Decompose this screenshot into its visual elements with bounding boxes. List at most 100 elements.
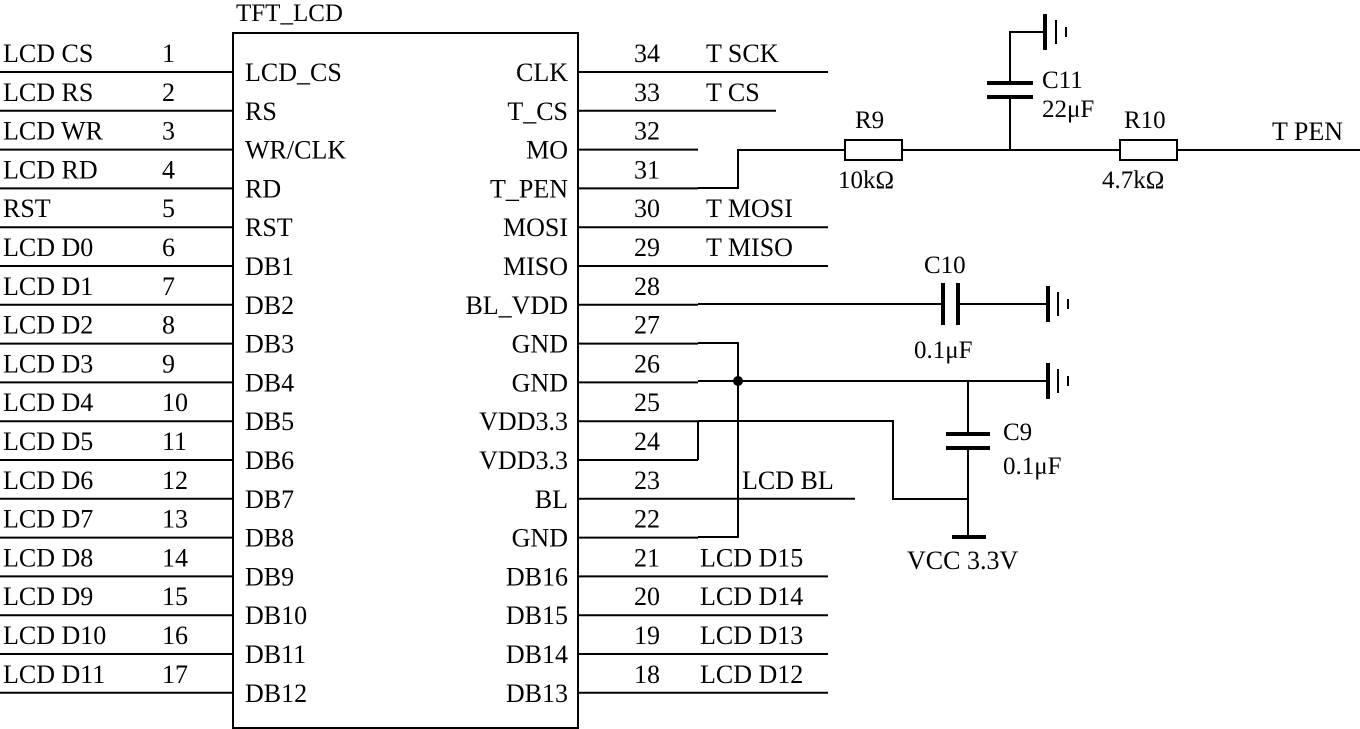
pin-name: GND — [512, 524, 568, 553]
right-pin-row: DB14 19 LCD D13 — [506, 621, 828, 669]
pin-name: DB5 — [245, 407, 294, 436]
pin-name: MO — [526, 136, 568, 165]
pin-name: T_CS — [507, 97, 568, 126]
pin-number: 18 — [634, 660, 660, 689]
pin-number: 30 — [634, 194, 660, 223]
pin-number: 6 — [162, 233, 175, 262]
net-label: T SCK — [706, 39, 779, 68]
resistor-r9 — [844, 139, 903, 161]
pin-number: 2 — [162, 78, 175, 107]
c11-value: 22μF — [1042, 96, 1094, 123]
pin-name: CLK — [516, 58, 568, 87]
bl-vdd-network: C10 0.1μF — [698, 252, 1069, 364]
pin-number: 19 — [634, 621, 660, 650]
right-pin-row: GND 26 — [512, 349, 698, 397]
pin-name: T_PEN — [490, 174, 568, 203]
pin-name: RST — [245, 213, 293, 242]
pin-number: 31 — [634, 155, 660, 184]
pin-number: 32 — [634, 117, 660, 146]
net-label: LCD D5 — [3, 427, 93, 456]
r10-ref: R10 — [1124, 107, 1166, 134]
pin-name: DB7 — [245, 485, 294, 514]
pin-name: MISO — [503, 252, 568, 281]
pin-name: VDD3.3 — [479, 407, 568, 436]
pin-name: DB1 — [245, 252, 294, 281]
pin-name: DB3 — [245, 330, 294, 359]
net-label: LCD D11 — [3, 660, 105, 689]
pin-name: DB16 — [506, 562, 568, 591]
r10-value: 4.7kΩ — [1102, 167, 1164, 194]
pin-name: DB13 — [506, 679, 568, 708]
net-label: LCD D15 — [700, 543, 803, 572]
pin-name: DB8 — [245, 524, 294, 553]
pin-number: 7 — [162, 272, 175, 301]
gnd-network — [698, 342, 1069, 538]
wire-vdd-feed — [698, 420, 968, 500]
pin-name: MOSI — [503, 213, 568, 242]
net-label: LCD D1 — [3, 272, 93, 301]
pin-number: 8 — [162, 311, 175, 340]
net-label: LCD D9 — [3, 582, 93, 611]
right-pin-row: BL_VDD 28 — [465, 272, 698, 320]
c10-ref: C10 — [924, 252, 966, 279]
right-pin-row: T_PEN 31 — [490, 155, 698, 203]
pin-number: 20 — [634, 582, 660, 611]
pin-number: 26 — [634, 349, 660, 378]
net-label: LCD D8 — [3, 543, 93, 572]
t-pen-network: R9 10kΩ R10 4.7kΩ T PEN C11 22μF — [698, 14, 1360, 194]
t-pen-net-label: T PEN — [1272, 117, 1343, 146]
wire-c11-ground — [1009, 31, 1045, 83]
c9-ref: C9 — [1003, 419, 1032, 446]
pin-name: DB12 — [245, 679, 307, 708]
pin-name: DB10 — [245, 601, 307, 630]
pin-number: 22 — [634, 505, 660, 534]
pin-number: 10 — [162, 388, 188, 417]
pin-name: BL_VDD — [465, 291, 568, 320]
pin-number: 17 — [162, 660, 188, 689]
pin-number: 33 — [634, 78, 660, 107]
net-label: LCD D13 — [700, 621, 803, 650]
c10-value: 0.1μF — [914, 337, 973, 364]
net-label: LCD RD — [3, 155, 98, 184]
pin-number: 3 — [162, 117, 175, 146]
pin-name: DB14 — [506, 640, 568, 669]
wire-pin27-bus — [698, 342, 739, 538]
net-label: LCD D4 — [3, 388, 93, 417]
c10-ground-icon — [1046, 286, 1069, 322]
pin-number: 29 — [634, 233, 660, 262]
c11-ground-icon — [1043, 14, 1067, 50]
pin-number: 27 — [634, 311, 660, 340]
pin-number: 28 — [634, 272, 660, 301]
pin-name: BL — [535, 485, 568, 514]
pin-number: 16 — [162, 621, 188, 650]
net-label: T MOSI — [706, 194, 793, 223]
pin-name: GND — [512, 368, 568, 397]
pin-number: 15 — [162, 582, 188, 611]
pin-number: 14 — [162, 543, 188, 572]
ic-title: TFT_LCD — [236, 0, 343, 27]
pin-name: RD — [245, 174, 281, 203]
pin-number: 11 — [162, 427, 187, 456]
pin-name: DB6 — [245, 446, 294, 475]
net-label: LCD D7 — [3, 505, 93, 534]
pin-number: 21 — [634, 543, 660, 572]
right-pin-row: MO 32 — [526, 117, 698, 165]
net-label: RST — [3, 194, 51, 223]
